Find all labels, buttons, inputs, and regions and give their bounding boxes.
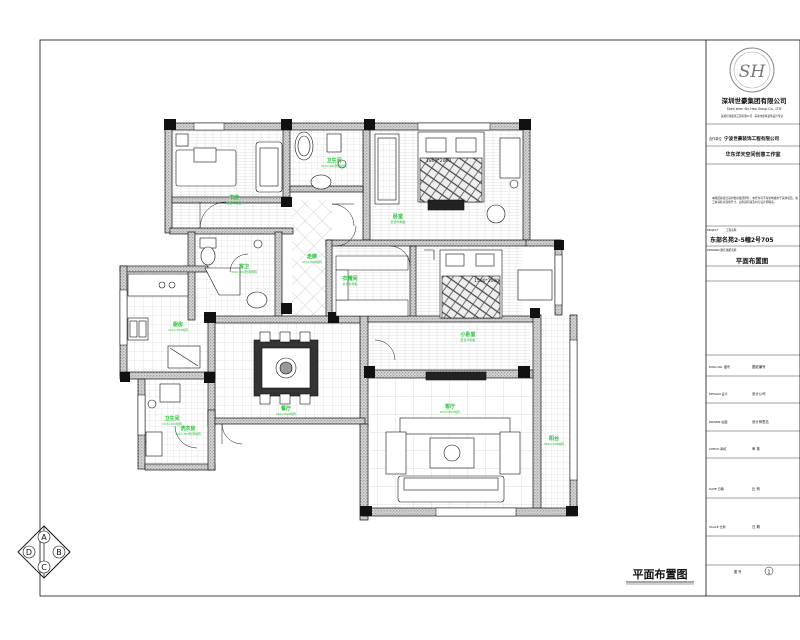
title-row-label: DESIGN 设计 [709,391,728,396]
corridor-floor [292,200,332,320]
room-floor-finish: 复合木地板 [460,337,475,342]
room-label: 衣帽间 [342,275,357,282]
small-bedroom-furniture [424,249,553,319]
master-bedroom-furniture [374,131,521,224]
compass-c: C [41,563,47,572]
room-label: 阳台 [549,435,559,442]
room-label: 餐厅 [280,405,291,412]
sheet-number: 1 [767,570,770,576]
master-bath-fixtures [294,131,347,190]
room-floor-finish: 300×300地砖 [162,421,182,426]
drawing-label: DRAWING 图名 [707,248,726,252]
room-floor-finish: 600×600地砖 [276,411,296,416]
guest-bath-fixtures [199,237,268,309]
company-logo: SH [729,47,775,93]
closet-shelves [335,255,409,317]
room-floor-finish: 300×300地砖 [168,327,188,332]
room-floor-finish: 600×600地砖 [302,259,322,264]
room-label: 客厅 [444,403,455,410]
title-row-value: 审 核 [752,446,760,451]
sheet-number-label: 图 号 [734,569,741,574]
project-label: PROJECT [707,228,719,232]
project-value: 工程名称 [726,228,737,232]
title-block: SH 深圳世豪集团有限公司 Shen zhen Shi Hao Group Co… [706,47,800,576]
project-name: 东部名苑2-5幢2号705 [710,236,774,244]
study-furniture [175,133,283,193]
room-floor-finish: 800×800地砖 [440,409,460,414]
compass-d: D [26,548,32,557]
room-label: 书房 [229,194,239,201]
title-row-label: CHECK 审核 [709,446,726,451]
compass-a: A [41,533,47,542]
orientation-compass: A B C D [17,525,71,579]
studio-name: 华东洋天空间创意工作室 [725,151,780,158]
room-floor-finish: 300×300地砖 [544,441,564,446]
room-label: 厨房 [173,321,183,328]
compass-b: B [56,548,62,557]
dim-small-bed: 1500*2000 [474,278,499,284]
room-labels: 书房复合木地板卫生间300×300防滑地砖卧室复合木地板客卫300×300防滑地… [162,157,564,446]
title-row-label: DRAWN 绘图 [709,419,727,424]
title-row-label: SCALE 比例 [709,524,726,529]
title-row-value: 设计公司 [752,391,766,396]
room-floor-finish: 复合木地板 [342,281,357,286]
laundry-fixtures [145,383,181,457]
plan-caption: 平面布置图 [633,567,688,581]
drawing-value: 图纸名称 [726,248,737,252]
drawing-notes: 本图纸版权归深圳世豪集团所有，未经许可不得复制或用于其他项目。施工前请核对现场尺… [712,196,798,204]
title-row-value: 图纸编号 [752,364,766,369]
client-label: 合作单位 [709,136,723,141]
floor-plan: 1800*2000 1500*2000 书房复合木地板卫生间300×300防滑地… [119,119,694,585]
title-row-label: DATE 日期 [709,486,724,491]
client-name: 宁波世豪装饰工程有限公司 [724,135,780,142]
room-floor-finish: 300×300防滑地砖 [231,269,257,274]
sheet-border [39,39,800,597]
room-label: 卫生间 [164,415,179,422]
dim-master-bed: 1800*2000 [426,158,451,164]
room-label: 卧室 [393,213,403,220]
room-floor-finish: 300×300防滑地砖 [175,431,201,436]
columns [120,119,578,516]
room-label: 卫生间 [326,157,341,164]
room-floor-finish: 复合木地板 [226,200,241,205]
room-floor-finish: 300×300防滑地砖 [321,163,347,168]
living-furniture [385,371,521,503]
company-name-en: Shen zhen Shi Hao Group Co., LTD [727,107,782,111]
passage-floor [360,322,530,377]
room-label: 走廊 [306,253,317,260]
study-hall-floor [172,202,292,230]
title-row-value: 比 例 [752,486,760,491]
title-row-label: DWG NO. 图号 [709,364,730,369]
dining-table [253,331,319,405]
company-name: 深圳世豪集团有限公司 [722,96,787,105]
svg-text:SH: SH [739,62,767,82]
sheet-number-circle [764,566,774,576]
room-floor-finish: 复合木地板 [390,219,405,224]
title-block-rows: DWG NO. 图号 图纸编号 DESIGN 设计 设计公司 DRAWN 绘图 设计师签名… [706,364,800,537]
room-label: 客卫 [238,263,249,270]
kitchen-fixtures [127,273,201,369]
room-label: 洗衣房 [180,425,195,432]
balcony-floor [540,315,570,510]
company-line: 深圳世豪装饰工程有限公司 · 深圳市建筑装饰设计专业 [721,114,784,118]
room-label: 小卧室 [460,331,475,338]
title-row-value: 日 期 [752,524,760,529]
title-row-value: 设计师签名 [752,419,769,424]
doors [174,201,411,449]
windows [119,122,578,517]
drawing-name: 平面布置图 [736,256,769,265]
